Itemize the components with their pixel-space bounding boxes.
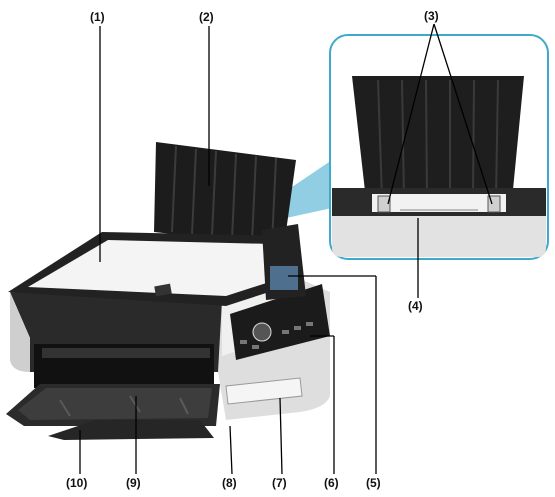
output-tray bbox=[6, 344, 220, 440]
callout-4: (4) bbox=[408, 299, 423, 313]
callout-2: (2) bbox=[199, 10, 214, 24]
inset-panel bbox=[329, 34, 549, 260]
callout-6: (6) bbox=[324, 476, 339, 490]
callout-5: (5) bbox=[366, 476, 381, 490]
callout-3: (3) bbox=[424, 9, 439, 23]
callout-1: (1) bbox=[90, 10, 105, 24]
callout-9: (9) bbox=[126, 476, 141, 490]
paper-support bbox=[154, 142, 296, 246]
callout-10: (10) bbox=[66, 476, 88, 490]
callout-8: (8) bbox=[222, 476, 237, 490]
callout-7: (7) bbox=[272, 476, 287, 490]
leader-lines bbox=[79, 23, 493, 475]
